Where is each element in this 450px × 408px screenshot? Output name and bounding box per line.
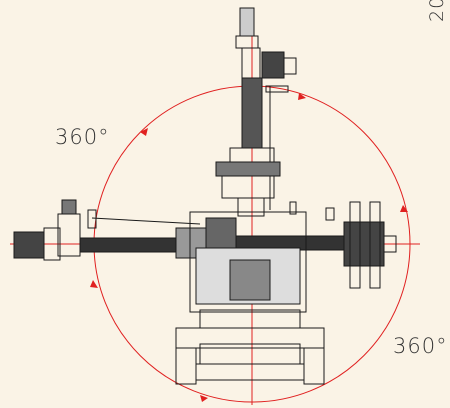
left-rotation-label: 360°: [55, 125, 110, 149]
corner-text-fragment: 20: [426, 0, 448, 22]
vertical-arm: [215, 7, 297, 217]
right-rotation-label: 360°: [393, 334, 448, 358]
rotation-arrows: [90, 93, 408, 402]
chassis: [175, 201, 335, 385]
